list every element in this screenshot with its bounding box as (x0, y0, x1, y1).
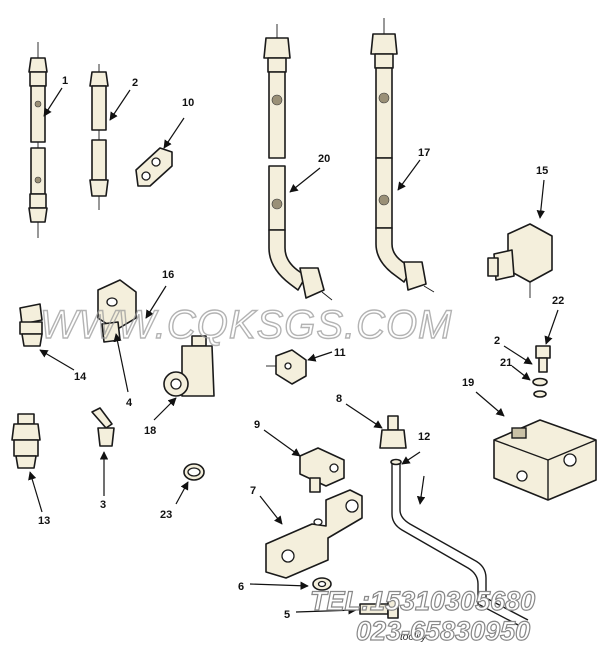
part-2-hose (89, 64, 109, 210)
part-20-hose (263, 24, 333, 301)
arrow-icon (345, 403, 383, 429)
part-10-clamp (135, 147, 173, 187)
part-17-hose (370, 18, 435, 293)
callout-9: 9 (254, 419, 260, 431)
part-23-oring (183, 463, 205, 481)
arrow-icon (401, 451, 421, 465)
callout-21: 21 (500, 357, 512, 369)
callout-12: 12 (418, 431, 430, 443)
callout-20: 20 (318, 153, 330, 165)
callout-11: 11 (334, 347, 346, 359)
arrow-icon (307, 351, 333, 362)
callout-numbers: 1 2 10 20 17 15 16 14 4 11 18 3 13 23 8 … (38, 75, 564, 621)
arrow-icon (295, 606, 357, 615)
callout-5: 5 (284, 609, 290, 621)
callout-3: 3 (100, 499, 106, 511)
part-19-block (493, 419, 597, 501)
watermark-phone-2: 023-65830950 (356, 616, 530, 646)
callout-8: 8 (336, 393, 342, 405)
callout-6: 6 (238, 581, 244, 593)
part-1-hose (28, 42, 48, 238)
arrow-icon (259, 495, 283, 525)
callout-17: 17 (418, 147, 430, 159)
arrow-icon (163, 117, 185, 149)
callout-22: 22 (552, 295, 564, 307)
arrow-icon (536, 179, 545, 219)
part-7-bracket (265, 489, 363, 579)
arrow-icon (43, 87, 63, 117)
part-18-elbow (163, 335, 215, 397)
callout-16: 16 (162, 269, 174, 281)
callout-10: 10 (182, 97, 194, 109)
part-12-tube (390, 458, 529, 627)
arrow-icon (511, 365, 531, 381)
part-14-connector (19, 303, 43, 347)
arrow-icon (153, 397, 177, 421)
arrow-icon (109, 89, 131, 121)
callout-23: 23 (160, 509, 172, 521)
callout-7: 7 (250, 485, 256, 497)
part-9-tee (299, 447, 345, 493)
part-8-fitting (379, 415, 407, 449)
callout-2: 2 (132, 77, 138, 89)
watermark-tag: toolity (400, 632, 427, 643)
callout-13: 13 (38, 515, 50, 527)
arrow-icon (416, 475, 426, 505)
arrow-icon (503, 345, 533, 365)
part-6-washer (312, 577, 332, 591)
part-13-connector (11, 413, 41, 469)
arrow-icon (475, 391, 505, 417)
part-5-bolt (359, 599, 399, 619)
watermark-phone: TEL:15310305680 (310, 586, 535, 616)
part-15-elbow (487, 223, 553, 298)
arrow-icon (289, 167, 321, 193)
callout-18: 18 (144, 425, 156, 437)
arrow-icon (145, 285, 167, 319)
callout-1: 1 (62, 75, 68, 87)
callout-14: 14 (74, 371, 87, 383)
part-3-fitting (91, 407, 115, 447)
arrow-icon (28, 471, 43, 513)
callout-2-b: 2 (494, 335, 500, 347)
arrow-icon (249, 581, 309, 590)
part-11-elbow (266, 349, 307, 385)
callout-15: 15 (536, 165, 548, 177)
part-21-washers (532, 377, 548, 398)
arrow-icon (263, 429, 301, 457)
part-16-tee (97, 279, 137, 343)
arrow-icon (39, 349, 75, 371)
arrow-icon (113, 333, 129, 393)
callout-4: 4 (126, 397, 133, 409)
watermark-site: WWW.CQKSGS.COM (40, 303, 452, 347)
arrow-icon (544, 309, 559, 345)
arrow-icon (175, 481, 189, 505)
callout-19: 19 (462, 377, 474, 389)
leader-arrows (28, 87, 559, 615)
watermark-group: WWW.CQKSGS.COM toolity TEL:15310305680 0… (39, 302, 535, 646)
arrow-icon (397, 159, 421, 191)
part-22-screw (535, 345, 551, 373)
